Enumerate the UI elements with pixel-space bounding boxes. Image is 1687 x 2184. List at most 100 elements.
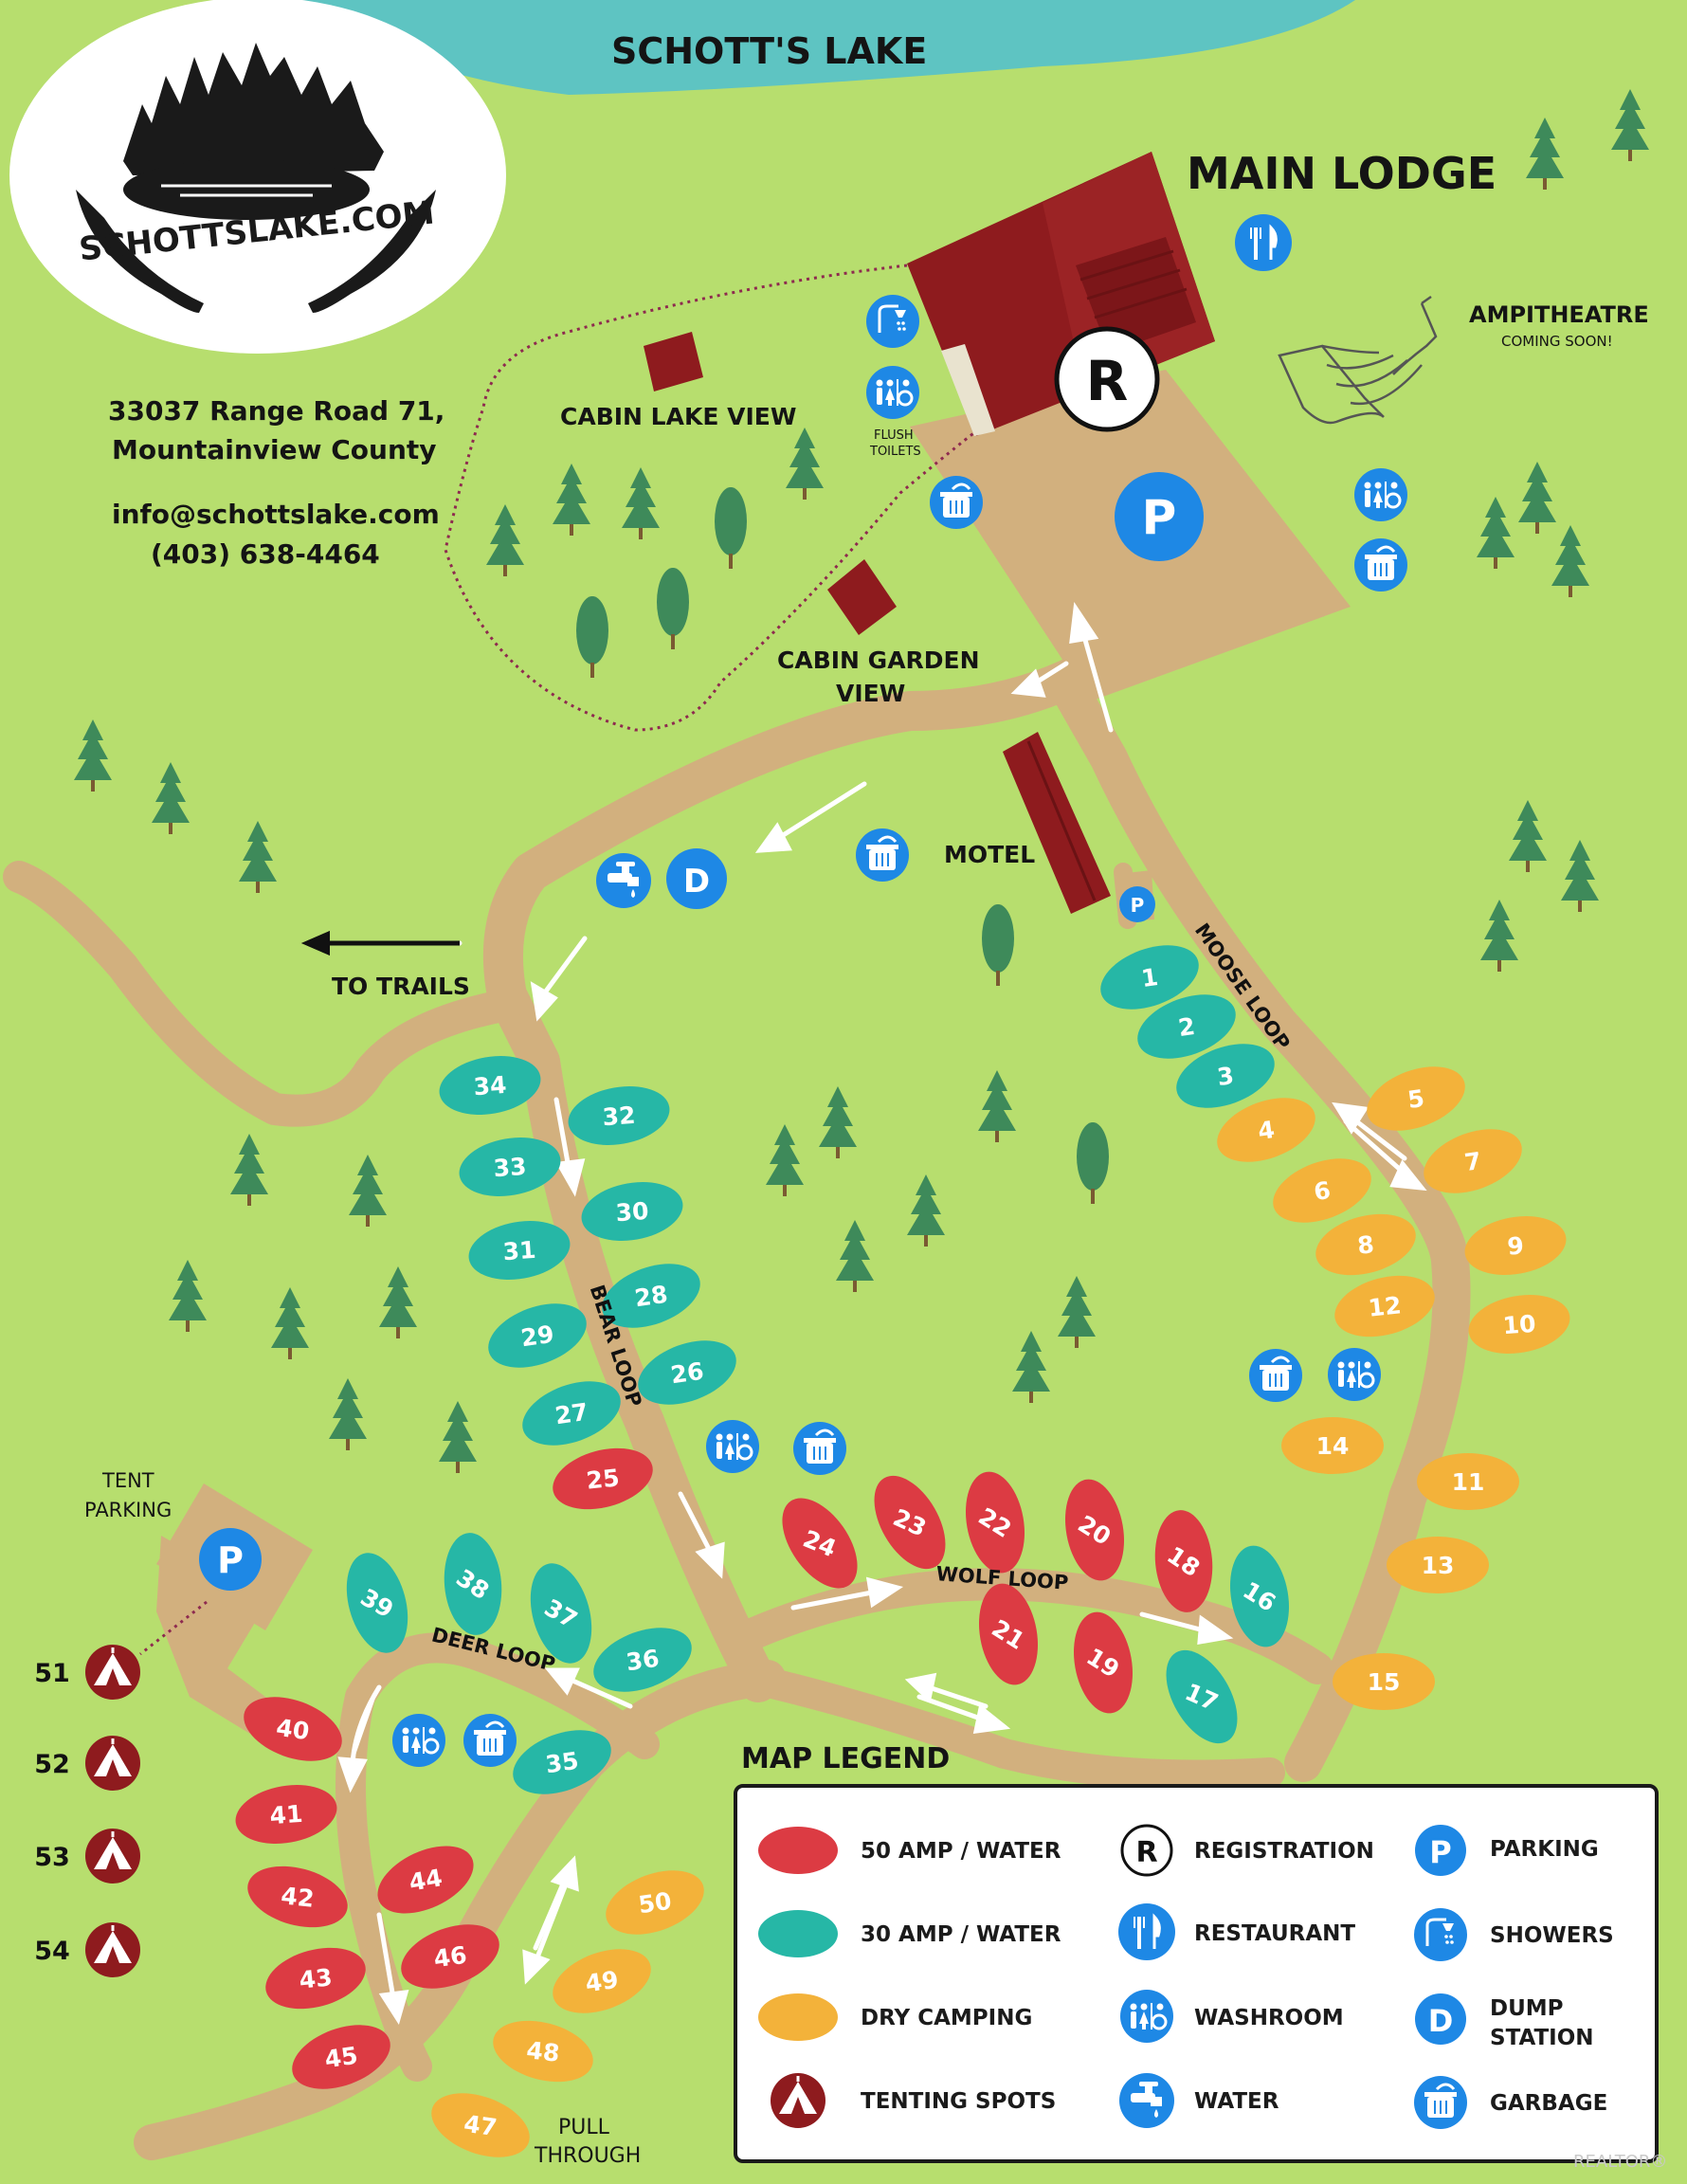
campsite-49[interactable]: 49 — [544, 1937, 660, 2025]
legend-label-dry: DRY CAMPING — [861, 2006, 1033, 2030]
address-line-1: 33037 Range Road 71, — [108, 395, 445, 427]
campsite-3[interactable]: 3 — [1168, 1031, 1283, 1119]
tent-spot-number: 52 — [34, 1750, 70, 1779]
campsite-40[interactable]: 40 — [235, 1684, 351, 1773]
legend-label-restaurant: RESTAURANT — [1194, 1921, 1356, 1946]
campsite-number: 26 — [669, 1357, 705, 1390]
phone-number[interactable]: (403) 638-4464 — [151, 538, 380, 570]
pull-through-label-2: THROUGH — [535, 2144, 642, 2168]
campsite-30[interactable]: 30 — [577, 1174, 688, 1248]
traffic-arrows — [301, 601, 1427, 2026]
campsite-50[interactable]: 50 — [597, 1858, 713, 1946]
garbage-icon-motel — [854, 827, 911, 883]
campsite-17[interactable]: 17 — [1152, 1638, 1252, 1756]
campsite-14[interactable]: 14 — [1281, 1417, 1384, 1474]
campsite-36[interactable]: 36 — [585, 1615, 700, 1703]
tent-spot-54[interactable]: 54 — [34, 1920, 142, 1979]
parking-icon-motel: P — [1119, 886, 1155, 922]
tent-spot-number: 51 — [34, 1659, 70, 1688]
svg-text:D: D — [683, 863, 710, 901]
campsite-5[interactable]: 5 — [1358, 1054, 1474, 1142]
campsite-37[interactable]: 37 — [520, 1556, 602, 1670]
campsite-34[interactable]: 34 — [435, 1048, 546, 1122]
campsite-44[interactable]: 44 — [367, 1832, 483, 1927]
ampitheatre-label: AMPITHEATRE — [1469, 301, 1649, 328]
washroom-icon-parking — [1352, 466, 1409, 523]
campsite-12[interactable]: 12 — [1328, 1265, 1442, 1347]
campsite-39[interactable]: 39 — [336, 1546, 418, 1660]
campsite-26[interactable]: 26 — [629, 1328, 745, 1416]
campsite-number: 4 — [1256, 1116, 1276, 1145]
campsite-29[interactable]: 29 — [480, 1291, 595, 1379]
coming-soon-label: COMING SOON! — [1501, 333, 1613, 350]
address-line-2: Mountainview County — [112, 434, 437, 465]
campsite-48[interactable]: 48 — [486, 2011, 600, 2092]
parking-icon-tent: P — [199, 1528, 262, 1591]
svg-text:D: D — [1428, 2003, 1454, 2039]
campsite-46[interactable]: 46 — [392, 1912, 508, 2000]
pull-through-label: PULL — [558, 2116, 609, 2139]
tent-icon — [83, 1643, 142, 1702]
campsite-11[interactable]: 11 — [1417, 1453, 1519, 1510]
legend-dump-station-icon — [1415, 1993, 1466, 2045]
svg-text:R: R — [1086, 349, 1129, 413]
campsite-47[interactable]: 47 — [423, 2081, 538, 2169]
campsite-number: 9 — [1506, 1231, 1524, 1260]
campsite-16[interactable]: 16 — [1223, 1541, 1297, 1652]
campsite-21[interactable]: 21 — [971, 1579, 1045, 1690]
tent-spot-53[interactable]: 53 — [34, 1827, 142, 1885]
campsite-7[interactable]: 7 — [1415, 1117, 1531, 1205]
svg-text:P: P — [1142, 490, 1177, 545]
campsite-18[interactable]: 18 — [1151, 1508, 1216, 1615]
svg-text:P: P — [1131, 894, 1145, 917]
campsite-number: 12 — [1367, 1291, 1403, 1321]
legend-label-30amp: 30 AMP / WATER — [861, 1922, 1061, 1947]
legend-water-tap-icon — [1119, 2073, 1174, 2128]
campsite-6[interactable]: 6 — [1264, 1146, 1380, 1234]
campsite-number: 3 — [1215, 1062, 1235, 1091]
campsite-25[interactable]: 25 — [546, 1438, 660, 1520]
campsite-41[interactable]: 41 — [231, 1777, 342, 1851]
campsite-31[interactable]: 31 — [464, 1213, 575, 1287]
campsite-number: 7 — [1462, 1147, 1482, 1176]
campsite-33[interactable]: 33 — [455, 1130, 566, 1204]
legend-label-parking: PARKING — [1490, 1837, 1599, 1862]
campsite-10[interactable]: 10 — [1464, 1287, 1575, 1361]
campsite-2[interactable]: 2 — [1129, 982, 1244, 1070]
campsite-13[interactable]: 13 — [1387, 1537, 1489, 1593]
legend-label-washroom: WASHROOM — [1194, 2006, 1344, 2030]
campsite-22[interactable]: 22 — [958, 1467, 1032, 1578]
campsite-4[interactable]: 4 — [1208, 1085, 1324, 1174]
to-trails-label: TO TRAILS — [332, 973, 470, 1000]
campsite-24[interactable]: 24 — [767, 1485, 872, 1602]
svg-text:P: P — [1429, 1834, 1451, 1870]
tent-icon — [83, 1920, 142, 1979]
campsite-9[interactable]: 9 — [1460, 1209, 1571, 1283]
garbage-icon-moose — [1247, 1347, 1304, 1404]
campsite-number: 31 — [502, 1236, 537, 1265]
campsite-32[interactable]: 32 — [564, 1079, 675, 1153]
campsite-1[interactable]: 1 — [1092, 933, 1207, 1021]
tent-spot-51[interactable]: 51 — [34, 1643, 142, 1702]
campsite-23[interactable]: 23 — [860, 1464, 960, 1581]
campsite-27[interactable]: 27 — [514, 1369, 629, 1457]
campsite-38[interactable]: 38 — [440, 1531, 505, 1638]
tent-parking-label-2: PARKING — [84, 1499, 172, 1521]
campsite-20[interactable]: 20 — [1058, 1475, 1132, 1586]
campsite-35[interactable]: 35 — [504, 1718, 620, 1806]
legend-label-registration: REGISTRATION — [1194, 1839, 1374, 1864]
email-link[interactable]: info@schottslake.com — [112, 499, 440, 530]
campsite-number: 8 — [1356, 1230, 1375, 1260]
tent-spot-number: 54 — [34, 1937, 70, 1966]
campsite-15[interactable]: 15 — [1333, 1653, 1435, 1710]
campsite-8[interactable]: 8 — [1309, 1204, 1423, 1285]
garbage-icon-deer — [462, 1712, 518, 1769]
campsite-43[interactable]: 43 — [259, 1938, 372, 2019]
tent-spot-52[interactable]: 52 — [34, 1734, 142, 1793]
campsite-45[interactable]: 45 — [283, 2012, 399, 2101]
campsite-19[interactable]: 19 — [1066, 1608, 1140, 1719]
campsite-28[interactable]: 28 — [593, 1251, 709, 1339]
campsite-42[interactable]: 42 — [241, 1856, 354, 1938]
